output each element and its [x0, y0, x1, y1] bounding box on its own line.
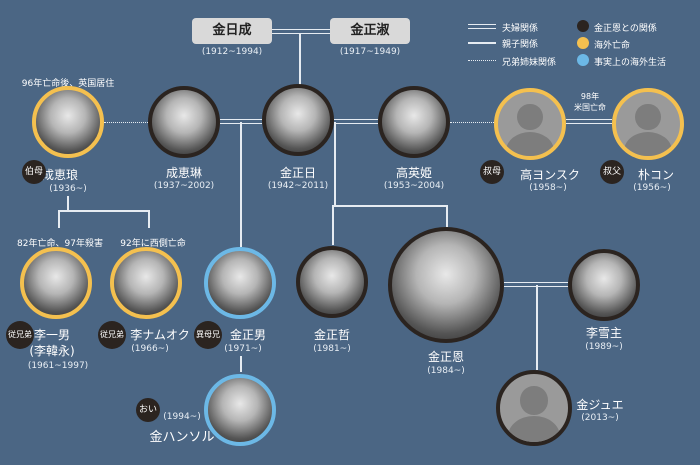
kim-jong-un-portrait	[388, 227, 504, 343]
li-nam-ok-years: (1966~)	[131, 344, 169, 354]
silhouette-icon	[520, 386, 548, 415]
li-nam-ok-relation-badge: 従兄弟	[98, 321, 126, 349]
kim-jong-suk-years: (1917~1949)	[339, 47, 401, 57]
li-il-nam-alias: (李韓永)	[29, 344, 75, 358]
parent-line	[67, 196, 69, 210]
parent-line	[58, 210, 149, 212]
ko-yong-suk-name: 高ヨンスク	[520, 168, 580, 182]
parent-line	[334, 122, 336, 206]
ri-sol-ju-name: 李雪主	[585, 326, 623, 340]
legend-dot-blue	[577, 54, 589, 66]
legend-marriage: 夫婦関係	[502, 24, 539, 34]
sung-hye-rang-name: 成恵琅	[41, 168, 79, 182]
kim-jong-il-name: 金正日	[279, 166, 317, 180]
marriage-line	[566, 119, 612, 124]
sung-hye-rim-portrait	[148, 86, 220, 158]
silhouette-icon	[517, 103, 543, 131]
legend-exile: 海外亡命	[594, 41, 631, 51]
kim-jong-nam-years: (1971~)	[224, 344, 262, 354]
li-nam-ok-portrait	[110, 247, 182, 319]
silhouette-icon	[635, 103, 661, 131]
ko-yong-suk-portrait	[494, 88, 566, 160]
parent-line	[58, 210, 60, 228]
ko-yong-suk-years: (1958~)	[529, 183, 567, 193]
caption-park-kon-2: 米国亡命	[574, 103, 606, 112]
ko-yong-hui-portrait	[378, 86, 450, 158]
kim-jong-nam-relation-badge: 異母兄	[194, 321, 222, 349]
park-kon-relation-badge: 叔父	[600, 160, 624, 184]
kim-han-sol-portrait	[204, 374, 276, 446]
legend-sibling: 兄弟姉妹関係	[502, 58, 557, 68]
parent-line	[332, 205, 447, 207]
sung-hye-rang-relation-badge: 伯母	[22, 160, 46, 184]
park-kon-name: 朴コン	[637, 168, 675, 182]
parent-line	[299, 33, 301, 88]
kim-ju-ae-years: (2013~)	[581, 413, 619, 423]
kim-han-sol-relation-badge: おい	[136, 398, 160, 422]
parent-line	[148, 210, 150, 228]
ko-yong-hui-years: (1953~2004)	[383, 181, 445, 191]
silhouette-body	[508, 416, 560, 442]
kim-ju-ae-portrait	[496, 370, 572, 446]
li-il-nam-name: 李一男	[33, 328, 71, 342]
parent-line	[240, 122, 242, 247]
legend-abroad: 事実上の海外生活	[594, 58, 667, 68]
kim-jong-un-name: 金正恩	[427, 350, 465, 364]
li-il-nam-portrait	[20, 247, 92, 319]
silhouette-body	[505, 131, 555, 156]
legend-sibling-swatch	[468, 60, 496, 61]
legend-relation: 金正恩との関係	[594, 24, 657, 34]
legend-parent: 親子関係	[502, 40, 539, 50]
parent-line	[240, 356, 242, 372]
kim-jong-chul-portrait	[296, 246, 368, 318]
li-il-nam-relation-badge: 従兄弟	[6, 321, 34, 349]
kim-jong-nam-name: 金正男	[229, 328, 267, 342]
kim-jong-chul-name: 金正哲	[313, 328, 351, 342]
li-il-nam-years: (1961~1997)	[27, 361, 89, 371]
caption-sung-hye-rang: 96年亡命後、英国居住	[21, 79, 115, 89]
sung-hye-rim-years: (1937~2002)	[153, 181, 215, 191]
sibling-line	[450, 122, 494, 123]
park-kon-years: (1956~)	[633, 183, 671, 193]
parent-line	[446, 205, 448, 227]
kim-jong-un-years: (1984~)	[427, 366, 465, 376]
caption-li-il-nam: 82年亡命、97年殺害	[17, 239, 103, 249]
kim-jong-il-years: (1942~2011)	[267, 181, 329, 191]
kim-ju-ae-name: 金ジュエ	[576, 398, 624, 412]
ri-sol-ju-years: (1989~)	[585, 342, 623, 352]
sibling-line	[104, 122, 148, 123]
ri-sol-ju-portrait	[568, 249, 640, 321]
marriage-line	[334, 119, 378, 124]
ko-yong-hui-name: 高英姫	[395, 166, 433, 180]
legend-parent-swatch	[468, 42, 496, 44]
kim-jong-nam-portrait	[204, 247, 276, 319]
kim-il-sung-years: (1912~1994)	[201, 47, 263, 57]
parent-line	[536, 285, 538, 370]
kim-jong-chul-years: (1981~)	[313, 344, 351, 354]
kim-han-sol-years: (1994~)	[163, 412, 201, 422]
kim-han-sol-name: 金ハンソル	[149, 430, 215, 445]
marriage-line	[272, 29, 330, 34]
park-kon-portrait	[612, 88, 684, 160]
legend-marriage-swatch	[468, 24, 496, 29]
silhouette-body	[623, 131, 673, 156]
parent-line	[332, 205, 334, 245]
kim-jong-il-portrait	[262, 84, 334, 156]
caption-li-nam-ok: 92年に西側亡命	[120, 239, 186, 249]
sung-hye-rim-name: 成恵琳	[165, 166, 203, 180]
caption-park-kon: 98年	[580, 92, 600, 101]
sung-hye-rang-years: (1936~)	[49, 184, 87, 194]
ko-yong-suk-relation-badge: 叔母	[480, 160, 504, 184]
legend-dot-yellow	[577, 37, 589, 49]
li-nam-ok-name: 李ナムオク	[130, 328, 190, 342]
legend-dot-dark	[577, 20, 589, 32]
kim-jong-suk-box: 金正淑	[330, 18, 410, 44]
sung-hye-rang-portrait	[32, 86, 104, 158]
kim-il-sung-box: 金日成	[192, 18, 272, 44]
